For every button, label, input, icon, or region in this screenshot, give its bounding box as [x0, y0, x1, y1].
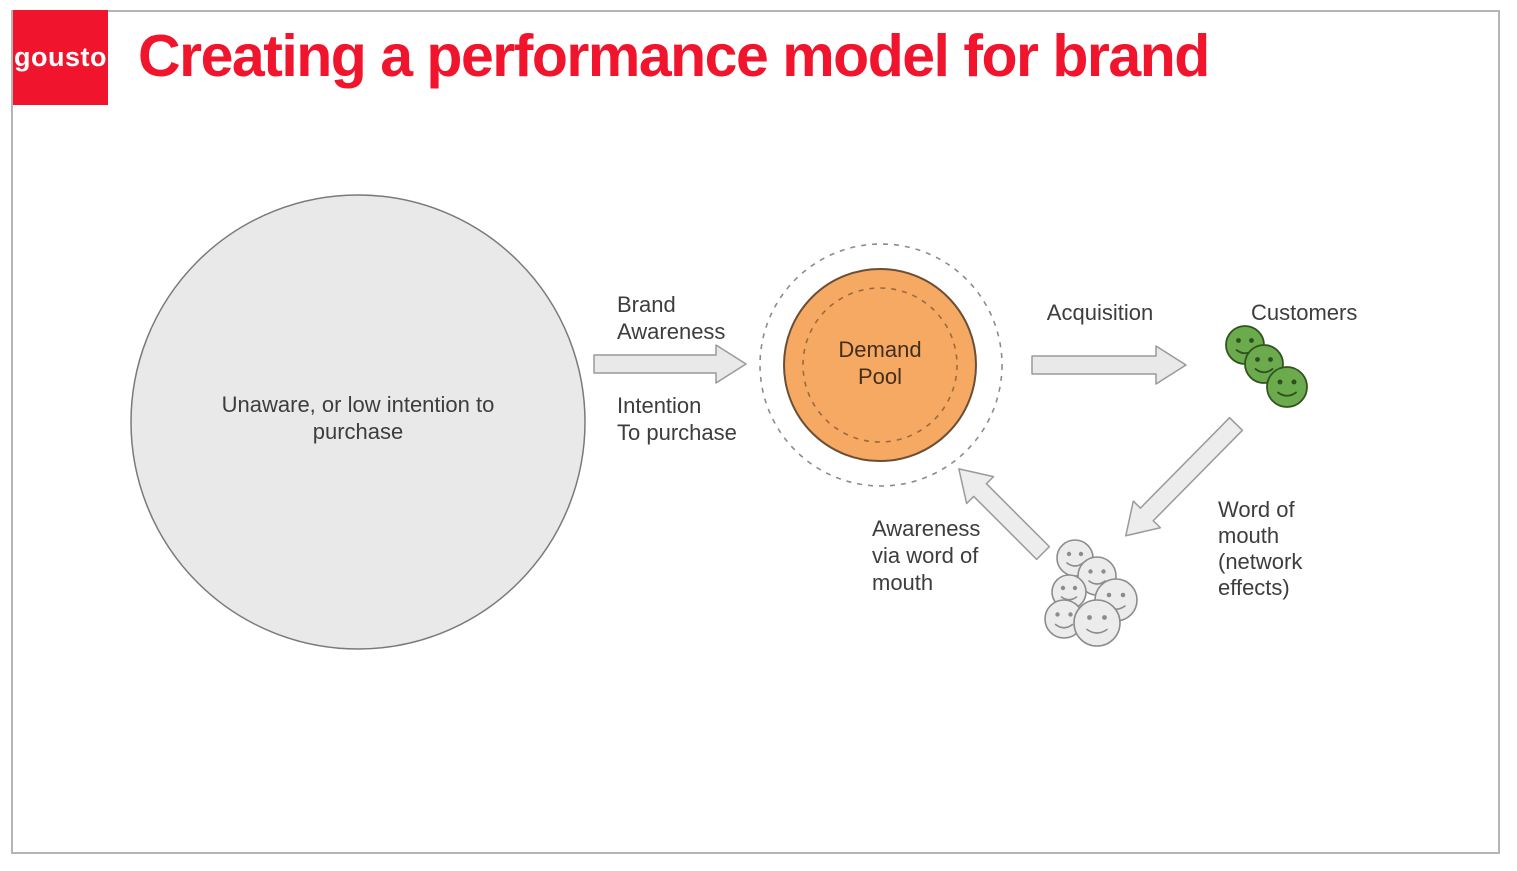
wom-smiley-icon: [1073, 599, 1121, 647]
slide-title: Creating a performance model for brand: [138, 23, 1210, 89]
customers-icon-group: [1225, 325, 1308, 408]
brand-awareness-arrow: [593, 344, 747, 384]
brand-awareness-label: Brand Awareness: [617, 292, 726, 344]
word-of-mouth-label: Word of mouth (network effects): [1218, 497, 1303, 600]
demand-pool-outer-dashed-circle: [759, 243, 1003, 487]
unaware-circle-label: Unaware, or low intention to purchase: [221, 392, 495, 444]
gousto-logo: gousto: [13, 10, 108, 105]
intention-to-purchase-label: Intention To purchase: [617, 393, 737, 445]
customer-smiley-icon: [1266, 366, 1308, 408]
wom-people-icon-group: [1044, 539, 1138, 647]
acquisition-label: Acquisition: [1046, 300, 1154, 325]
demand-pool-inner-dashed-circle: [802, 287, 958, 443]
unaware-audience-circle: [130, 194, 586, 650]
demand-pool-circle: [783, 268, 977, 462]
demand-pool-label: Demand Pool: [838, 337, 922, 389]
word-of-mouth-arrow: [1125, 416, 1244, 537]
customers-label: Customers: [1251, 300, 1358, 325]
awareness-via-wom-label: Awareness via word of mouth: [872, 516, 981, 595]
awareness-via-wom-arrow: [958, 468, 1051, 561]
gousto-logo-text: gousto: [14, 42, 107, 72]
acquisition-arrow: [1031, 345, 1187, 385]
